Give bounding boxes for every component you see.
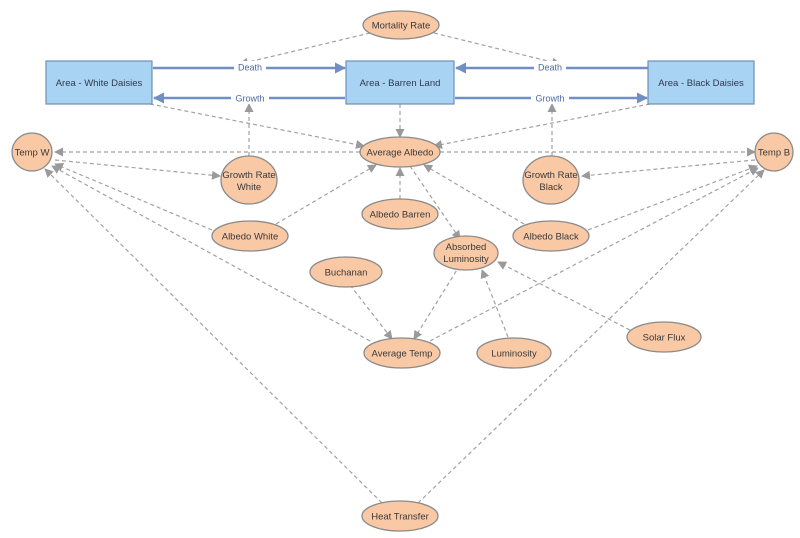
node-temp-b[interactable]: Temp B: [754, 132, 794, 172]
node-label: Heat Transfer: [371, 512, 429, 523]
node-albedo-black[interactable]: Albedo Black: [512, 220, 590, 252]
link-tempw-grwwhite: [54, 159, 221, 180]
node-label: Average Temp: [372, 349, 433, 360]
node-label-line2: White: [237, 182, 261, 193]
stock-label: Area - Barren Land: [360, 78, 441, 89]
node-heat-transfer[interactable]: Heat Transfer: [361, 500, 439, 532]
node-growth-rate-white[interactable]: Growth Rate White: [220, 155, 278, 205]
flow-label-growth-right: Growth: [535, 94, 564, 104]
node-luminosity[interactable]: Luminosity: [476, 337, 552, 369]
node-label: Albedo Barren: [370, 210, 431, 221]
link-albblack-tempb: [587, 164, 758, 231]
node-albedo-barren[interactable]: Albedo Barren: [361, 198, 439, 230]
node-label: Mortality Rate: [372, 21, 431, 32]
link-white-avgalbedo: [149, 103, 365, 149]
node-growth-rate-black[interactable]: Growth Rate Black: [522, 155, 580, 205]
node-label-line1: Growth Rate: [524, 170, 577, 181]
link-mortality-death-right: [433, 32, 561, 67]
node-temp-w[interactable]: Temp W: [11, 132, 53, 172]
node-label: Solar Flux: [643, 333, 686, 344]
node-label: Buchanan: [325, 268, 368, 279]
link-albwhite-tempw: [54, 162, 213, 231]
flow-label-death-left: Death: [238, 63, 262, 73]
node-label: Temp B: [758, 148, 790, 159]
link-mortality-death-left: [239, 32, 371, 67]
link-albblack-avgalbedo: [423, 164, 525, 225]
node-label: Luminosity: [491, 349, 537, 360]
node-albedo-white[interactable]: Albedo White: [211, 220, 289, 252]
link-luminosity-absorbed: [480, 269, 509, 338]
flow-label-death-right: Death: [538, 63, 562, 73]
link-tempb-grwblack: [581, 159, 756, 180]
stock-area-white-daisies[interactable]: Area - White Daisies: [45, 60, 153, 105]
stock-area-black-daisies[interactable]: Area - Black Daisies: [647, 60, 755, 105]
node-label: Albedo Black: [523, 232, 579, 243]
node-solar-flux[interactable]: Solar Flux: [626, 321, 702, 353]
link-avgtemp-tempw: [51, 165, 371, 342]
node-label-line2: Luminosity: [443, 254, 489, 265]
node-average-temp[interactable]: Average Temp: [363, 337, 441, 369]
node-buchanan[interactable]: Buchanan: [309, 256, 383, 288]
influence-links: [44, 32, 765, 504]
node-label-line1: Growth Rate: [222, 170, 275, 181]
node-label: Albedo White: [222, 232, 279, 243]
link-albwhite-avgalbedo: [275, 164, 377, 225]
node-absorbed-luminosity[interactable]: Absorbed Luminosity: [433, 235, 499, 271]
link-heat-tempb: [417, 169, 765, 504]
stock-label: Area - White Daisies: [56, 78, 143, 89]
node-label-line2: Black: [539, 182, 562, 193]
link-avgalbedo-absorbed: [409, 165, 461, 240]
link-heat-tempw: [44, 168, 383, 504]
stock-label: Area - Black Daisies: [658, 78, 744, 89]
flow-label-growth-left: Growth: [235, 94, 264, 104]
flows: Death Growth Death Growth: [153, 61, 648, 104]
link-absorbed-avgtemp: [413, 264, 461, 340]
link-avgtemp-tempb: [429, 167, 759, 342]
node-label: Temp W: [15, 148, 50, 159]
node-label-line1: Absorbed: [446, 242, 487, 253]
node-label: Average Albedo: [367, 148, 434, 159]
link-black-avgalbedo: [433, 103, 651, 149]
node-average-albedo[interactable]: Average Albedo: [359, 136, 441, 168]
stock-area-barren-land[interactable]: Area - Barren Land: [345, 60, 455, 105]
link-buchanan-avgtemp: [349, 284, 393, 340]
node-mortality-rate[interactable]: Mortality Rate: [362, 10, 440, 40]
link-solarflux-absorbed: [497, 261, 631, 331]
